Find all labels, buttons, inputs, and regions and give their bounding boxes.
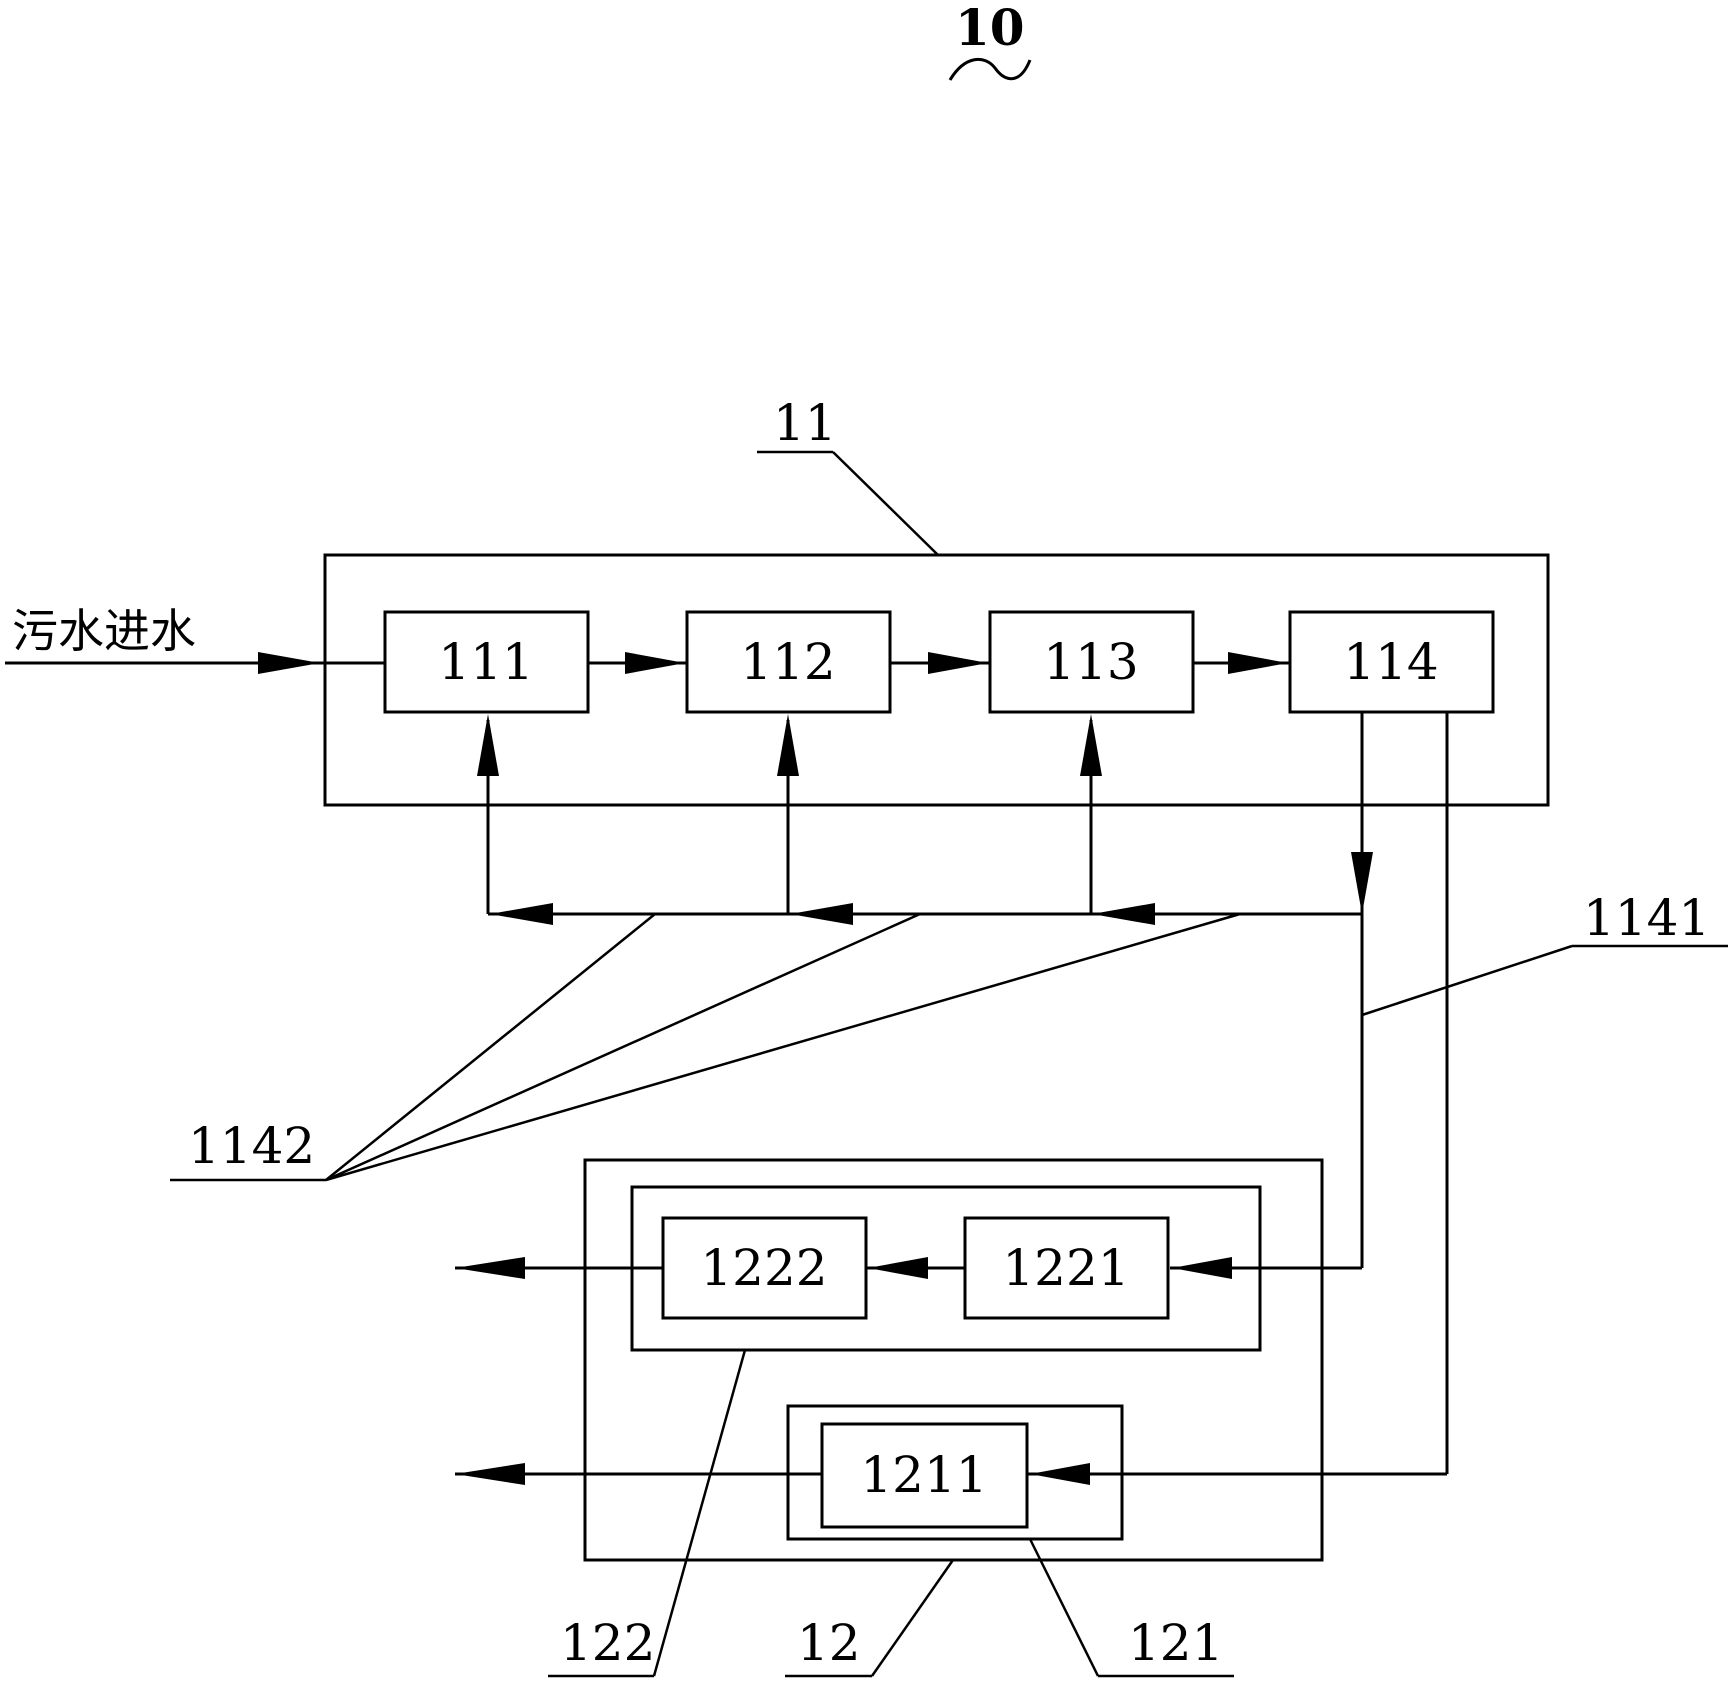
system-11-leader (832, 451, 939, 556)
unit-122-leader (652, 1349, 747, 1677)
box-111-label: 111 (438, 633, 533, 691)
unit-121-leader (1028, 1538, 1100, 1677)
box-112-label: 112 (740, 633, 835, 691)
arrow-111-112 (625, 652, 685, 674)
pipe-1141-label: 1141 (1583, 889, 1710, 947)
pipe-1142-leader-2 (325, 912, 921, 1182)
box-1222-label: 1222 (700, 1239, 827, 1297)
figure-label-tilde (948, 57, 1032, 81)
box-114-label: 114 (1343, 633, 1438, 691)
return-arrow-3 (1092, 903, 1155, 925)
outlet-121-arrow (455, 1463, 525, 1485)
return-arrow-2 (790, 903, 853, 925)
pipe-1142-label: 1142 (188, 1117, 315, 1175)
unit-121-label: 121 (1128, 1614, 1223, 1672)
figure-label: 10 (955, 0, 1025, 57)
riser-111-arrow (477, 714, 499, 776)
inlet-label: 污水进水 (12, 604, 196, 658)
outlet-122-arrow (455, 1257, 525, 1279)
system-11-label: 11 (773, 394, 837, 452)
pipe-into-1211-arrow (1030, 1463, 1090, 1485)
pipe-1141-leader (1361, 944, 1573, 1017)
inlet-arrowhead (258, 652, 320, 674)
system-12-leader (870, 1559, 955, 1677)
system-12-label: 12 (797, 1614, 861, 1672)
box-1221-label: 1221 (1002, 1239, 1129, 1297)
arrow-113-114 (1228, 652, 1288, 674)
pipe-1141-into-1221-arrow (1172, 1257, 1232, 1279)
pipe-1142-leader-3 (325, 912, 1241, 1182)
riser-113-arrow (1080, 714, 1102, 776)
pipe-1142-leader-1 (325, 913, 656, 1181)
box-113-label: 113 (1043, 633, 1138, 691)
pipe-1141-down-arrow (1351, 852, 1373, 914)
unit-122-label: 122 (560, 1614, 655, 1672)
arrow-1221-1222 (868, 1257, 928, 1279)
riser-112-arrow (777, 714, 799, 776)
return-arrow-1 (490, 903, 553, 925)
box-1211-label: 1211 (860, 1446, 987, 1504)
system-12-box (583, 1158, 1324, 1562)
arrow-112-113 (928, 652, 988, 674)
